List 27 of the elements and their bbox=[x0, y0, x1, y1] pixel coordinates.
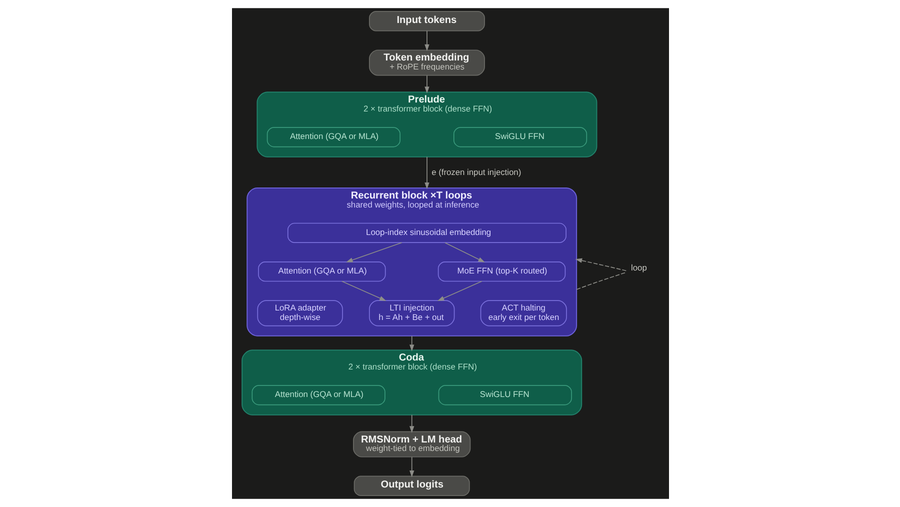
arrow bbox=[340, 280, 386, 301]
node-box: SwiGLU FFN bbox=[452, 127, 587, 148]
edge-label: loop bbox=[630, 262, 646, 272]
node-box: ACT halting early exit per token bbox=[480, 300, 566, 326]
arrow bbox=[346, 242, 402, 262]
node-box: RMSNorm + LM head weight-tied to embedding bbox=[352, 431, 470, 458]
node-box: MoE FFN (top-K routed) bbox=[437, 261, 566, 282]
node-box: LoRA adapter depth-wise bbox=[256, 300, 342, 326]
node-box: LTI injection h = Ah + Be + out bbox=[368, 300, 454, 326]
arrow bbox=[424, 156, 429, 190]
node-box: Attention (GQA or MLA) bbox=[258, 261, 386, 282]
arrow bbox=[408, 335, 414, 352]
node-box: Attention (GQA or MLA) bbox=[266, 127, 400, 148]
arrow bbox=[424, 30, 429, 52]
node-box: Output logits bbox=[353, 476, 470, 496]
node-box: Loop-index sinusoidal embedding bbox=[286, 222, 566, 243]
node-box: SwiGLU FFN bbox=[438, 385, 572, 406]
arrow bbox=[424, 75, 429, 94]
arrow bbox=[574, 258, 626, 290]
node-box: Input tokens bbox=[368, 11, 484, 32]
node-box: Attention (GQA or MLA) bbox=[251, 385, 385, 406]
arrow bbox=[436, 280, 482, 301]
arrow bbox=[408, 414, 414, 433]
arrow bbox=[444, 242, 484, 262]
edge-label: e (frozen input injection) bbox=[431, 166, 521, 177]
arrow bbox=[408, 456, 414, 478]
node-box: Token embedding + RoPE frequencies bbox=[368, 50, 484, 76]
